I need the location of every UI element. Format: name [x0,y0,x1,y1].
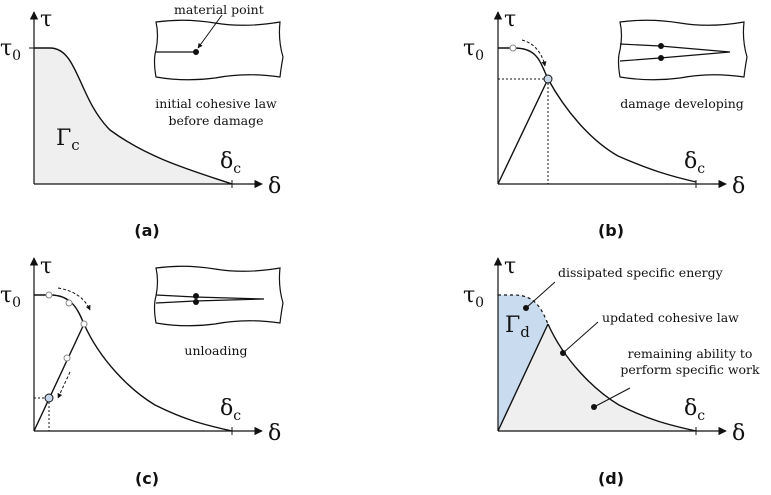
dissipated-energy-area [498,295,548,431]
closing-crack [155,294,265,304]
damage-path-arrow [521,39,547,67]
unloading-line [33,323,85,432]
elastic-line [497,323,549,432]
loading-line [497,78,549,185]
deltac-label: δc [684,149,705,177]
cohesive-curve [34,294,233,432]
deltac-label: δc [684,396,705,424]
updated-law-leader-dot [560,350,566,356]
specimen-sketch [617,19,748,81]
crack-lower-point [658,55,664,61]
delta-axis-label: δ [732,174,745,199]
gamma-d-label: Γd [505,313,530,341]
updated-law-leader [562,321,599,354]
previous-state-marker [509,44,517,52]
tau-axis-label: τ [504,7,516,32]
material-point-leader [197,14,223,49]
damage-developing-label: damage developing [620,96,744,111]
gamma-c-label: Γc [56,126,80,154]
reference-curve [498,47,549,80]
history-marker [45,291,53,299]
tau-axis-label: τ [40,7,52,32]
tau-axis-label: τ [504,254,516,279]
tau0-label: τ0 [463,36,484,64]
dissipated-energy-label: dissipated specific energy [558,265,724,280]
specimen-outline [153,265,284,327]
remaining-energy-area [498,324,696,431]
caption-c: (c) [135,469,159,488]
specimen-sketch [153,265,284,327]
remaining-ability-label: remaining ability to [628,346,753,361]
crack-upper-point [193,293,199,299]
cohesive-curve [34,47,233,185]
deltac-label: δc [220,149,241,177]
history-marker [63,354,71,362]
specimen-sketch [153,14,284,81]
crack-lower-point [193,299,199,305]
caption-a: (a) [134,221,159,240]
delta-axis-label: δ [268,421,281,446]
tau-axis-label: τ [40,254,52,279]
loading-path-arrow [57,287,91,311]
initial-law-label: initial cohesive law [155,96,277,111]
caption-d: (d) [598,469,624,488]
cohesive-curve [498,47,697,183]
current-state-point [543,74,553,84]
open-crack [619,43,731,62]
panel-b: τ τ0 δ δc damage developing (b) [463,7,748,240]
panel-c: τ τ0 δ δc unloading (c) [0,254,284,488]
remaining-leader [593,387,631,408]
tau0-label: τ0 [0,283,21,311]
perform-work-label: perform specific work [620,362,760,377]
material-point-dot [193,49,199,55]
updated-law-label: updated cohesive law [602,310,739,325]
dissipated-leader-dot [523,305,529,311]
remaining-leader-dot [591,404,597,410]
before-damage-label: before damage [168,113,263,128]
material-point-label: material point [174,2,264,17]
history-marker [65,299,73,307]
specimen-outline [153,19,284,81]
tau0-label: τ0 [0,36,21,64]
specimen-outline [617,19,748,81]
delta-axis-label: δ [268,174,281,199]
panel-a: τ τ0 δ δc Γc material point initial cohe… [0,2,284,240]
current-state-point [44,393,54,403]
crack-upper-point [658,43,664,49]
energy-area-gamma-c [34,48,232,184]
history-marker [80,320,88,328]
caption-b: (b) [598,221,624,240]
unloading-label: unloading [184,343,247,358]
tau0-label: τ0 [463,283,484,311]
delta-axis-label: δ [732,421,745,446]
original-curve-dashed [498,294,549,325]
panel-d: τ τ0 δ δc Γd dissipated specific energy … [463,254,760,488]
dissipated-leader [525,281,556,309]
deltac-label: δc [220,396,241,424]
